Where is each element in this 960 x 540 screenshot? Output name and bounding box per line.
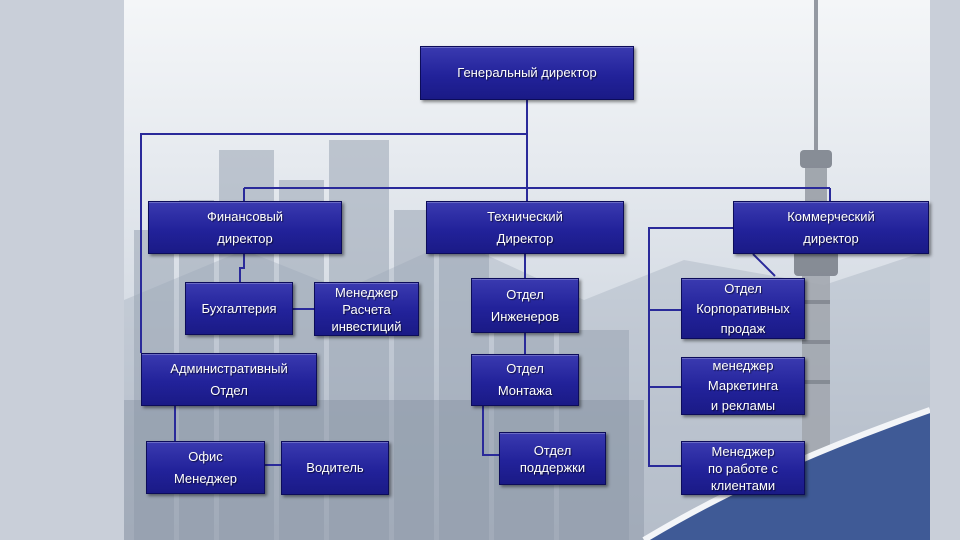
admin-department-box[interactable]: Административный Отдел <box>141 353 317 406</box>
client-manager-label: Менеджер по работе с клиентами <box>708 443 778 493</box>
ceo-label: Генеральный директор <box>457 65 597 80</box>
right-margin <box>930 0 960 540</box>
support-department-box[interactable]: Отдел поддержки <box>499 432 606 485</box>
commercial-director-label: Коммерческий директор <box>787 208 875 246</box>
engineering-department-label: Отдел Инженеров <box>490 286 560 324</box>
ceo-box[interactable]: Генеральный директор <box>420 46 634 100</box>
admin-department-label: Административный Отдел <box>170 360 288 398</box>
engineering-department-box[interactable]: Отдел Инженеров <box>471 278 579 333</box>
support-department-label: Отдел поддержки <box>519 442 586 475</box>
technical-director-box[interactable]: Технический Директор <box>426 201 624 254</box>
client-manager-box[interactable]: Менеджер по работе с клиентами <box>681 441 805 495</box>
driver-box[interactable]: Водитель <box>281 441 389 495</box>
office-manager-box[interactable]: Офис Менеджер <box>146 441 265 494</box>
financial-director-label: Финансовый директор <box>206 208 284 246</box>
accounting-box[interactable]: Бухгалтерия <box>185 282 293 335</box>
corporate-sales-box[interactable]: Отдел Корпоративных продаж <box>681 278 805 339</box>
assembly-department-box[interactable]: Отдел Монтажа <box>471 354 579 406</box>
financial-director-box[interactable]: Финансовый директор <box>148 201 342 254</box>
marketing-manager-label: менеджер Маркетинга и рекламы <box>707 358 779 413</box>
investment-manager-label: Менеджер Расчета инвестиций <box>331 284 402 334</box>
corporate-sales-label: Отдел Корпоративных продаж <box>696 280 790 336</box>
assembly-department-label: Отдел Монтажа <box>497 361 553 398</box>
driver-label: Водитель <box>306 460 364 475</box>
accounting-label: Бухгалтерия <box>201 300 277 316</box>
marketing-manager-box[interactable]: менеджер Маркетинга и рекламы <box>681 357 805 415</box>
investment-manager-box[interactable]: Менеджер Расчета инвестиций <box>314 282 419 336</box>
technical-director-label: Технический Директор <box>487 208 563 246</box>
commercial-director-box[interactable]: Коммерческий директор <box>733 201 929 254</box>
office-manager-label: Офис Менеджер <box>173 448 238 486</box>
